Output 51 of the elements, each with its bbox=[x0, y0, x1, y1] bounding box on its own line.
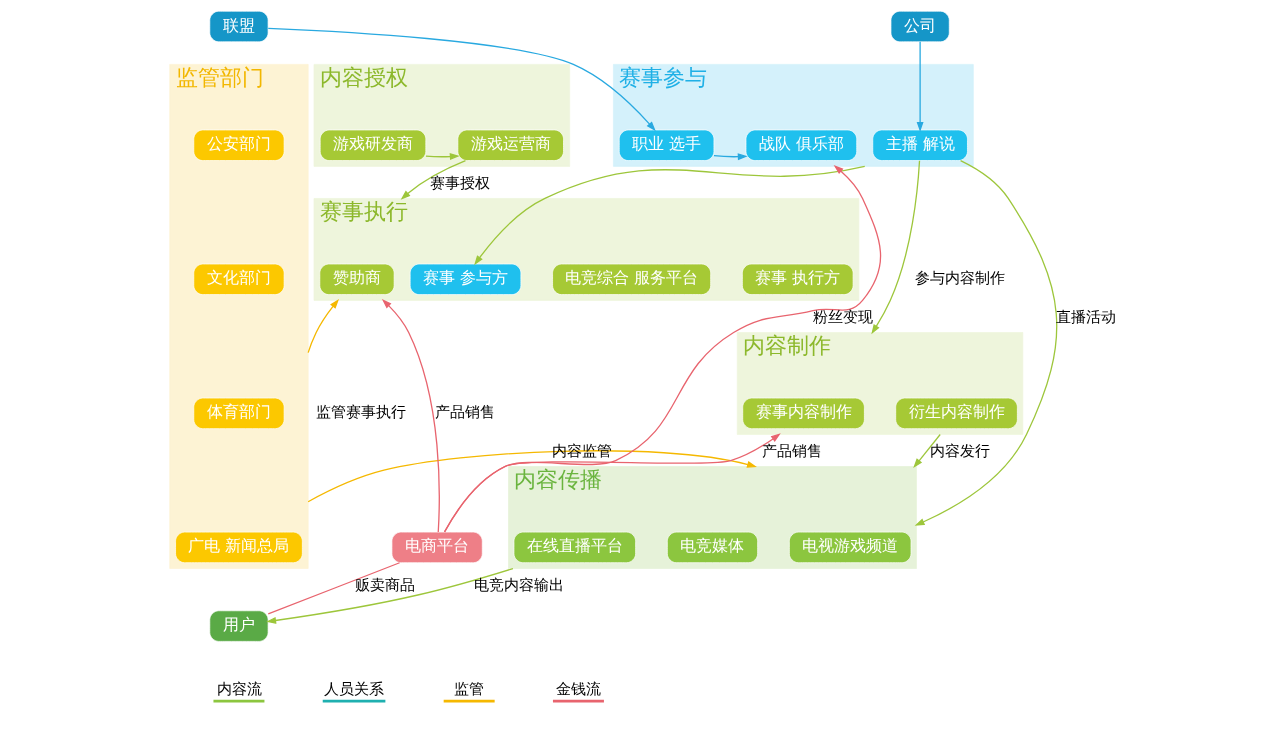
node-box: 文化部门 bbox=[193, 263, 285, 295]
arrow bbox=[267, 27, 656, 132]
arrow bbox=[307, 298, 340, 354]
connector bbox=[267, 562, 401, 615]
arrow bbox=[266, 567, 514, 624]
legend-label: 监管 bbox=[454, 679, 485, 697]
edge-label: 参与内容制作 bbox=[915, 268, 1006, 286]
arrow bbox=[871, 160, 921, 335]
node-box: 用户 bbox=[209, 610, 269, 642]
arrow bbox=[914, 160, 1058, 526]
node-box: 游戏运营商 bbox=[457, 129, 564, 161]
node-box: 公司 bbox=[890, 10, 950, 43]
edge-label: 监管赛事执行 bbox=[315, 403, 406, 420]
node-box: 广电 新闻总局 bbox=[175, 531, 303, 564]
node-box: 游戏研发商 bbox=[319, 129, 427, 161]
arrow bbox=[474, 165, 866, 266]
node-box: 主播 解说 bbox=[872, 129, 968, 161]
node-box: 赞助商 bbox=[319, 263, 395, 295]
arrow bbox=[381, 299, 440, 533]
legend-label: 人员关系 bbox=[324, 679, 385, 697]
node-box: 职业 选手 bbox=[618, 129, 715, 161]
arrow bbox=[443, 165, 882, 533]
arrow bbox=[916, 41, 924, 132]
legend-label: 内容流 bbox=[216, 679, 262, 697]
edge-label: 内容发行 bbox=[930, 442, 991, 460]
arrow bbox=[307, 450, 757, 503]
legend-label: 金钱流 bbox=[556, 679, 602, 697]
node-box: 电竞媒体 bbox=[666, 531, 759, 564]
arrow bbox=[425, 153, 460, 161]
node-box: 赛事 执行方 bbox=[742, 263, 854, 295]
edge-label: 产品销售 bbox=[434, 403, 495, 420]
node-box: 体育部门 bbox=[193, 397, 285, 429]
node-box: 在线直播平台 bbox=[513, 531, 636, 564]
edge-label: 赛事授权 bbox=[430, 174, 491, 192]
node-box: 战队 俱乐部 bbox=[745, 129, 858, 161]
node-box: 电竞综合 服务平台 bbox=[552, 263, 712, 295]
node-box: 赛事 参与方 bbox=[409, 263, 522, 295]
edge-label: 电竞内容输出 bbox=[474, 576, 565, 594]
node-box: 赛事内容制作 bbox=[742, 397, 865, 429]
node-box: 衍生内容制作 bbox=[895, 397, 1018, 429]
arrow bbox=[443, 433, 781, 533]
node-box: 电商平台 bbox=[391, 531, 483, 564]
edge-label: 产品销售 bbox=[761, 442, 822, 460]
arrow bbox=[400, 160, 467, 200]
edge-label: 粉丝变现 bbox=[812, 308, 873, 326]
node-box: 公安部门 bbox=[193, 129, 285, 161]
edge-label: 贩卖商品 bbox=[355, 576, 416, 594]
arrow bbox=[713, 153, 748, 161]
arrow bbox=[913, 433, 941, 469]
node-box: 联盟 bbox=[209, 10, 269, 43]
node-box: 电视游戏频道 bbox=[789, 531, 912, 564]
